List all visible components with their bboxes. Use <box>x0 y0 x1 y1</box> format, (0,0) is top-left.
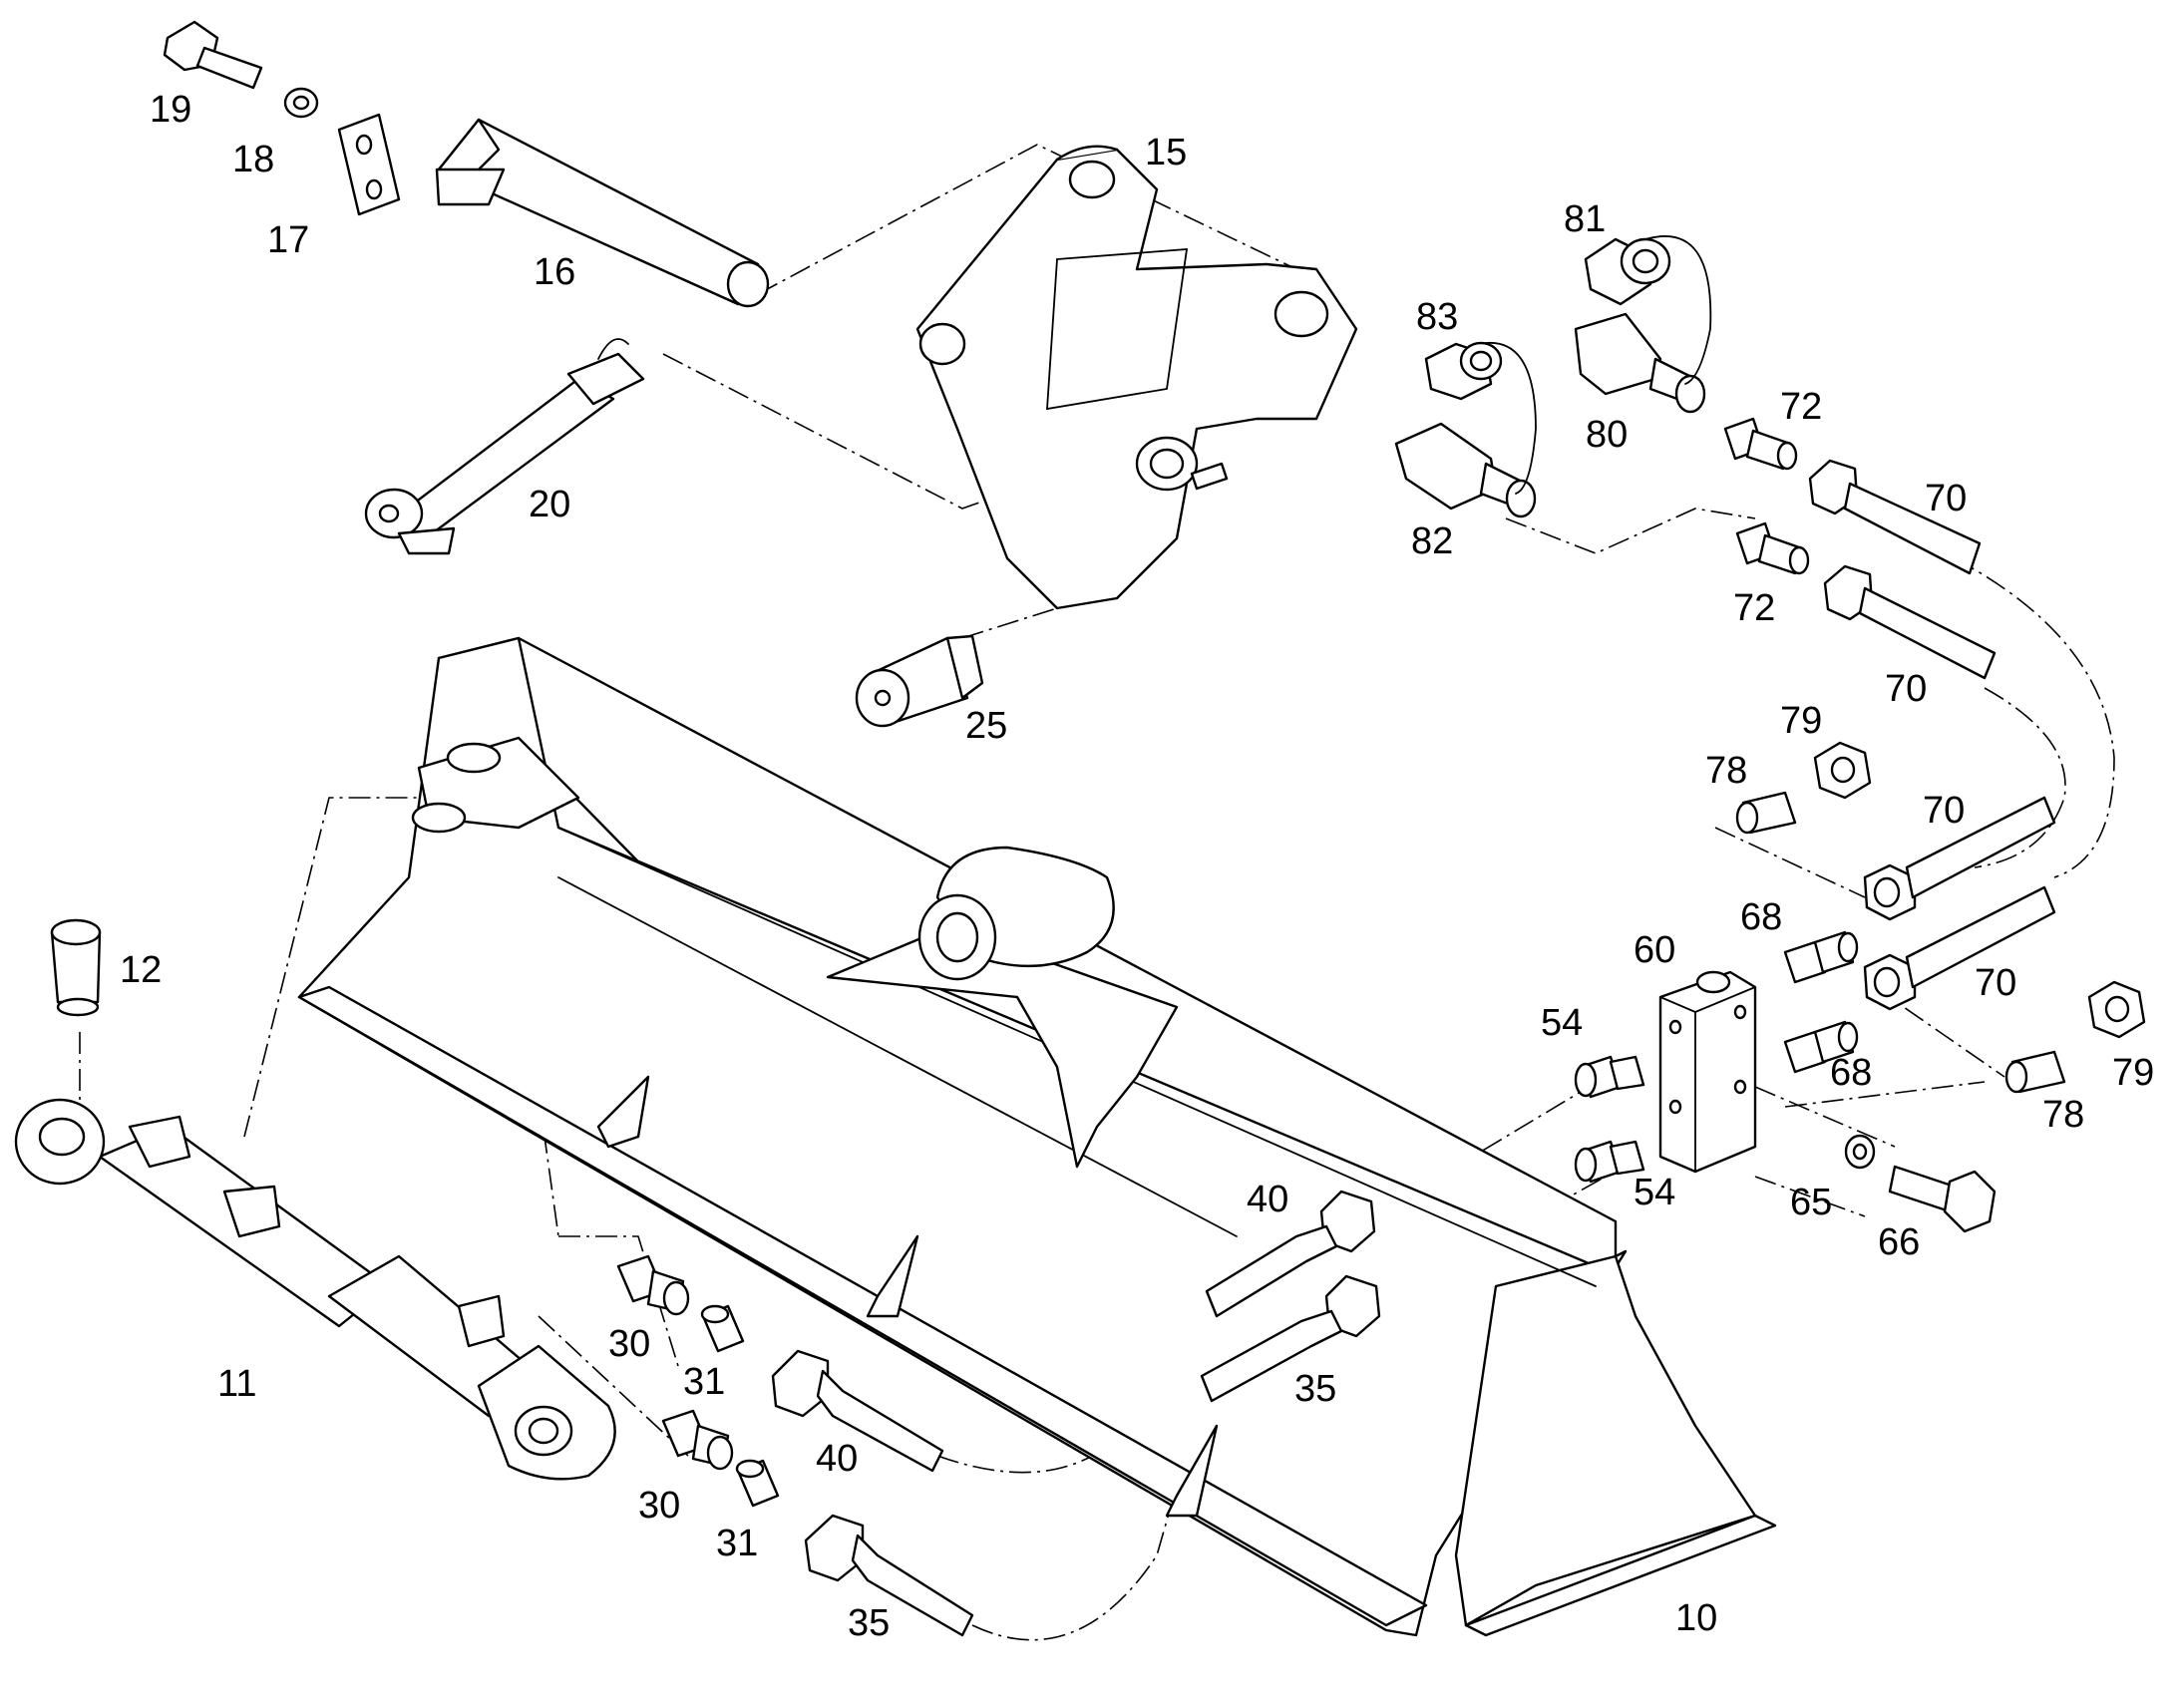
cap-part-31-lower <box>735 1459 780 1508</box>
callout-70-c: 70 <box>1923 790 1965 832</box>
quick-coupling-part-80 <box>1574 312 1706 414</box>
callout-10: 10 <box>1675 1597 1717 1639</box>
callout-66: 66 <box>1878 1221 1920 1263</box>
callout-15: 15 <box>1145 132 1187 173</box>
adapter-part-68-lower <box>1783 1020 1859 1074</box>
adapter-part-54-upper <box>1574 1055 1645 1099</box>
hose-part-70-b <box>1823 564 1997 680</box>
hose-part-70-c <box>1863 796 2056 921</box>
callout-81: 81 <box>1564 198 1606 240</box>
callout-18: 18 <box>232 139 274 180</box>
callout-40-lower: 40 <box>816 1438 858 1480</box>
callout-82: 82 <box>1411 520 1453 562</box>
cap-part-31-upper <box>700 1304 745 1353</box>
callout-31-lower: 31 <box>716 1523 758 1564</box>
hydraulic-cylinder-part-11 <box>14 1098 616 1481</box>
callout-70-a: 70 <box>1925 478 1967 519</box>
fitting-part-72-lower <box>1735 521 1810 575</box>
callout-79-lower: 79 <box>2112 1052 2154 1094</box>
callout-20: 20 <box>529 484 570 525</box>
dust-cap-part-83 <box>1424 341 1537 495</box>
bushing-part-12 <box>50 918 102 1017</box>
washer-part-65 <box>1844 1134 1876 1170</box>
callout-30-lower: 30 <box>638 1485 680 1527</box>
fitting-part-72-upper <box>1723 417 1798 471</box>
callout-54-upper: 54 <box>1541 1002 1583 1044</box>
callout-68-lower: 68 <box>1830 1052 1872 1094</box>
callout-70-d: 70 <box>1975 962 2016 1004</box>
plug-part-78-lower <box>2004 1050 2066 1094</box>
callout-35-lower: 35 <box>848 1602 890 1644</box>
plug-part-78-upper <box>1735 791 1797 835</box>
quick-coupler-part-15 <box>915 145 1358 610</box>
bushing-part-25 <box>855 634 984 728</box>
callout-54-lower: 54 <box>1634 1172 1675 1213</box>
adapter-part-54-lower <box>1574 1140 1645 1184</box>
hose-part-35-lower <box>804 1514 974 1637</box>
callout-65: 65 <box>1790 1182 1832 1223</box>
pin-part-16 <box>435 118 770 308</box>
callout-80: 80 <box>1586 414 1628 456</box>
callout-11: 11 <box>217 1363 256 1405</box>
callout-60: 60 <box>1634 929 1675 971</box>
bolt-part-19 <box>163 20 263 90</box>
callout-72-lower: 72 <box>1733 587 1775 629</box>
washer-part-18 <box>283 87 319 119</box>
bucket-part-10 <box>297 636 1777 1637</box>
callout-78-lower: 78 <box>2042 1094 2084 1136</box>
quick-coupling-part-82 <box>1394 422 1537 518</box>
callout-25: 25 <box>965 705 1007 747</box>
fitting-part-30-upper <box>616 1254 690 1316</box>
callout-16: 16 <box>534 251 575 293</box>
callout-31-upper: 31 <box>683 1361 725 1403</box>
valve-block-part-60 <box>1658 970 1757 1174</box>
nut-part-79-lower <box>2087 980 2146 1039</box>
callout-68-upper: 68 <box>1740 896 1782 938</box>
hose-part-40-upper <box>1205 1190 1376 1318</box>
callout-79-upper: 79 <box>1780 700 1822 742</box>
callout-labels: 10 11 12 15 16 17 18 19 20 25 30 30 31 3… <box>120 89 2154 1644</box>
hose-part-70-a <box>1808 459 1982 575</box>
callout-19: 19 <box>150 89 191 131</box>
callout-70-b: 70 <box>1885 668 1927 710</box>
callout-40-upper: 40 <box>1247 1179 1288 1220</box>
nut-part-79-upper <box>1813 741 1872 800</box>
hose-part-35-upper <box>1200 1274 1381 1403</box>
fitting-part-30-lower <box>661 1409 734 1471</box>
callout-83: 83 <box>1416 296 1458 338</box>
adapter-part-68-upper <box>1783 930 1859 984</box>
plate-part-17 <box>337 113 401 216</box>
callout-35-upper: 35 <box>1294 1368 1336 1410</box>
callout-78-upper: 78 <box>1705 750 1747 792</box>
pin-part-20 <box>364 338 645 555</box>
hose-part-40-lower <box>771 1349 944 1473</box>
callout-30-upper: 30 <box>608 1323 650 1365</box>
hose-part-70-d <box>1863 885 2056 1011</box>
callout-12: 12 <box>120 949 162 991</box>
bolt-part-66 <box>1888 1165 1997 1233</box>
dust-cap-part-81 <box>1584 235 1712 385</box>
callout-17: 17 <box>267 219 309 261</box>
callout-72-upper: 72 <box>1780 386 1822 428</box>
